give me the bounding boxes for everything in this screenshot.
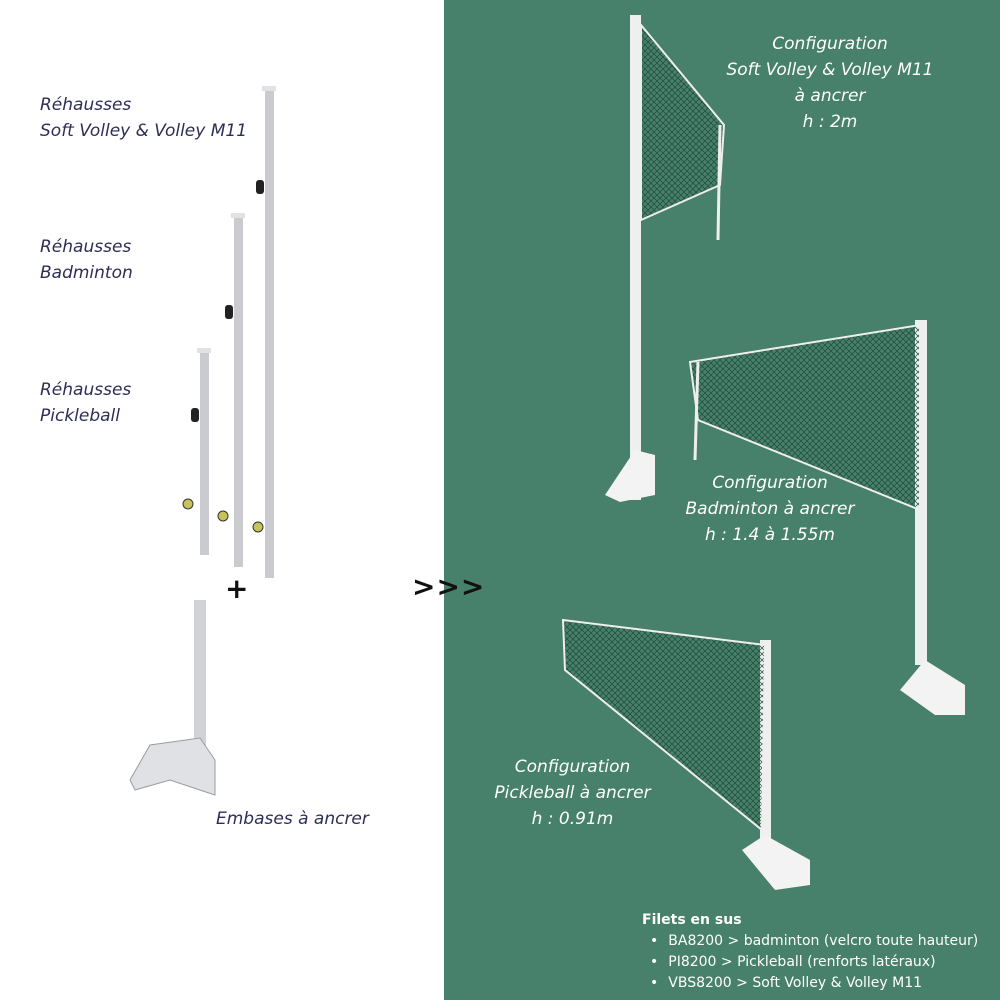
- nets-sold-separately: Filets en sus BA8200 > badminton (velcro…: [642, 910, 978, 994]
- extension-pole-volley: [252, 86, 276, 578]
- net-item: PI8200 > Pickleball (renforts latéraux): [650, 952, 978, 973]
- volley-net-configuration: [605, 15, 726, 502]
- arrows: >>>: [412, 570, 486, 603]
- label-anchor-bases: Embases à ancrer: [216, 809, 369, 829]
- extension-pole-badminton: [217, 213, 245, 567]
- pickleball-net-configuration: [561, 618, 810, 890]
- net-item: VBS8200 > Soft Volley & Volley M11: [650, 973, 978, 994]
- badminton-net-configuration: [688, 320, 965, 715]
- plus-sign: +: [225, 572, 249, 605]
- net-item: BA8200 > badminton (velcro toute hauteur…: [650, 931, 978, 952]
- extension-pole-pickleball: [182, 348, 211, 555]
- left-panel: [0, 0, 444, 1000]
- nets-title: Filets en sus: [642, 912, 742, 928]
- anchor-base: [129, 600, 216, 796]
